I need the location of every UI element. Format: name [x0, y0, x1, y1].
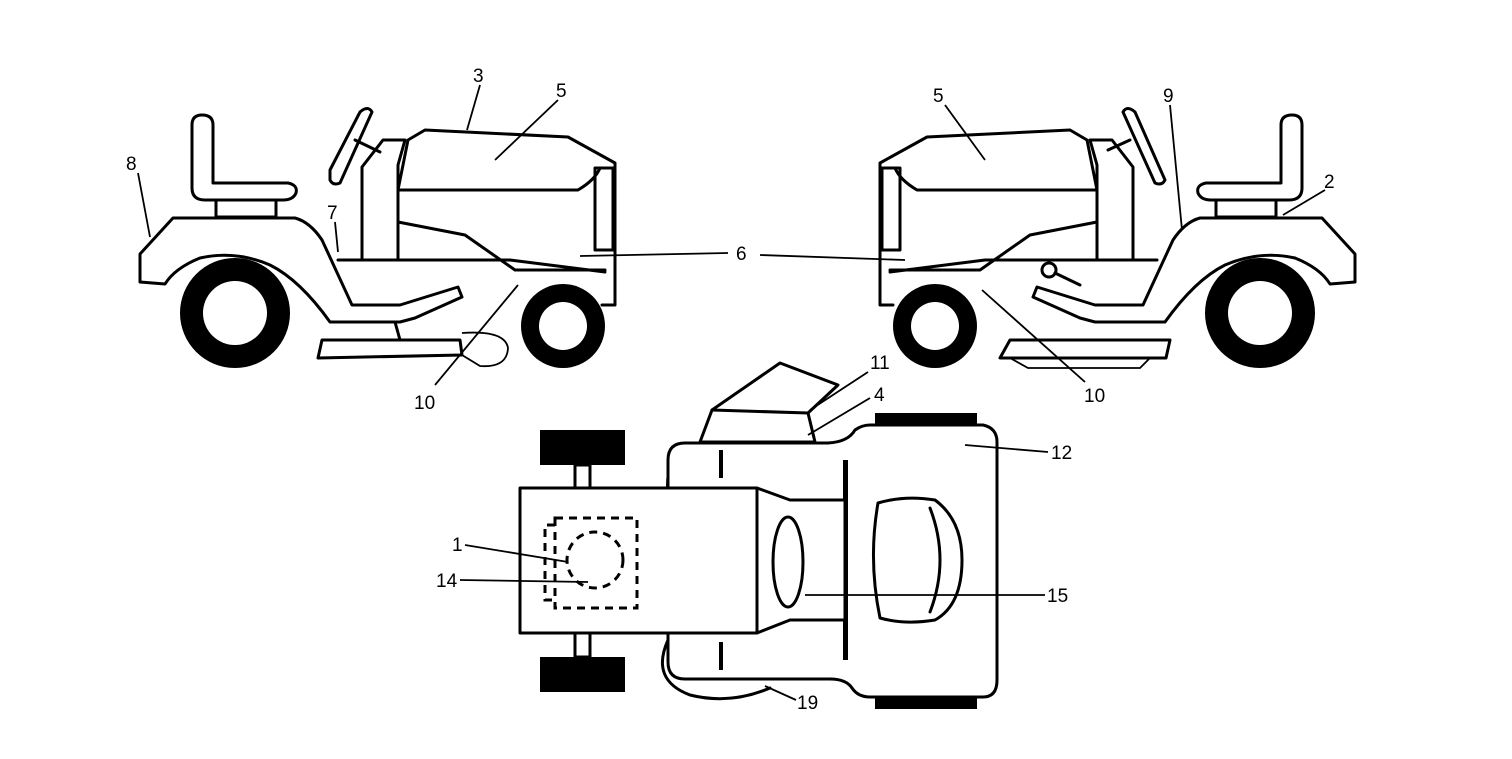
front-axle-stub-top	[573, 463, 592, 492]
callout-14: 14	[436, 571, 458, 592]
leader-14	[459, 579, 589, 583]
leader-11	[809, 371, 869, 411]
seat-right	[1196, 113, 1304, 202]
callout-3: 3	[473, 66, 484, 87]
callout-numbers: 3 5 8 7 6 10 5 9 2 10 11 4 12 1 14 15 19	[126, 66, 1335, 714]
steering-column-right	[1106, 138, 1132, 152]
callout-15: 15	[1047, 586, 1068, 607]
callout-8: 8	[126, 154, 137, 175]
rear-fender-left	[138, 216, 464, 324]
leader-2	[1282, 189, 1326, 216]
leader-6-left	[579, 252, 729, 257]
mower-deck-left	[316, 338, 464, 360]
callout-9: 9	[1163, 86, 1174, 107]
seat-top	[871, 496, 964, 624]
side-slot-top	[719, 450, 723, 478]
left-side-view-tractor	[138, 107, 617, 368]
deck-bottom-right	[1009, 357, 1151, 369]
front-wheel-hub-left	[539, 302, 587, 350]
hood-side-panel-left	[396, 166, 602, 192]
dash-tower-left	[360, 138, 407, 262]
discharge-chute-left	[461, 331, 509, 368]
leader-4	[807, 397, 871, 436]
hood-lower-line-left	[396, 220, 607, 272]
callout-5-left: 5	[556, 81, 567, 102]
hood-right	[878, 128, 1099, 307]
steering-wheel-top	[771, 515, 805, 609]
right-side-view-tractor	[878, 107, 1357, 369]
leader-lines	[137, 84, 1326, 701]
callout-4: 4	[874, 385, 885, 406]
seat-left	[190, 113, 298, 202]
callout-11: 11	[870, 353, 890, 374]
callout-5-right: 5	[933, 86, 944, 107]
callout-6: 6	[736, 244, 747, 265]
deck-link-left	[393, 320, 402, 342]
rear-wheel-hub-left	[203, 281, 267, 345]
grille-right	[880, 166, 902, 252]
front-wheel-hub-right	[911, 302, 959, 350]
steering-wheel-right	[1121, 107, 1167, 186]
callout-10-right: 10	[1084, 386, 1105, 407]
callout-7: 7	[327, 203, 338, 224]
hood-left	[396, 128, 617, 307]
engine-cap-top	[565, 530, 625, 590]
front-tire-top-right	[540, 657, 625, 692]
seat-back-top	[928, 506, 942, 614]
steering-wheel-left	[328, 107, 374, 186]
chute-fold-line	[710, 408, 810, 415]
leader-9	[1169, 104, 1183, 231]
lift-lever-right	[1053, 271, 1082, 287]
callout-19: 19	[797, 693, 818, 714]
lift-lever-knob-right	[1040, 261, 1058, 279]
frame-left	[336, 258, 607, 274]
side-slot-bottom	[719, 642, 723, 670]
frame-right	[888, 258, 1159, 274]
grille-left	[593, 166, 615, 252]
front-axle-stub-bottom	[573, 631, 592, 659]
mower-deck-right	[998, 338, 1172, 360]
front-tire-top-left	[540, 430, 625, 465]
leader-3	[466, 84, 481, 131]
leader-5-left	[494, 99, 559, 161]
engine-side-outline-top	[543, 523, 555, 602]
engine-outline-top	[553, 516, 639, 610]
leader-6-right	[759, 254, 906, 261]
callout-10-left: 10	[414, 393, 435, 414]
leader-10-left	[434, 284, 519, 386]
rear-wheel-hub-right	[1228, 281, 1292, 345]
leader-8	[137, 172, 151, 238]
hood-side-panel-right	[893, 166, 1099, 192]
callout-2: 2	[1324, 172, 1335, 193]
dash-tower-right	[1088, 138, 1135, 262]
seat-support-left	[214, 198, 278, 219]
callout-1: 1	[452, 535, 463, 556]
leader-1	[464, 544, 569, 563]
leader-12	[964, 444, 1049, 453]
leader-10-right	[981, 289, 1086, 383]
seat-support-right	[1214, 198, 1278, 219]
hood-lower-line-right	[888, 220, 1099, 272]
leader-19	[764, 685, 797, 701]
callout-12: 12	[1051, 443, 1072, 464]
leader-5-right	[944, 104, 986, 161]
leader-7	[334, 221, 339, 253]
top-view-tractor	[518, 361, 999, 709]
